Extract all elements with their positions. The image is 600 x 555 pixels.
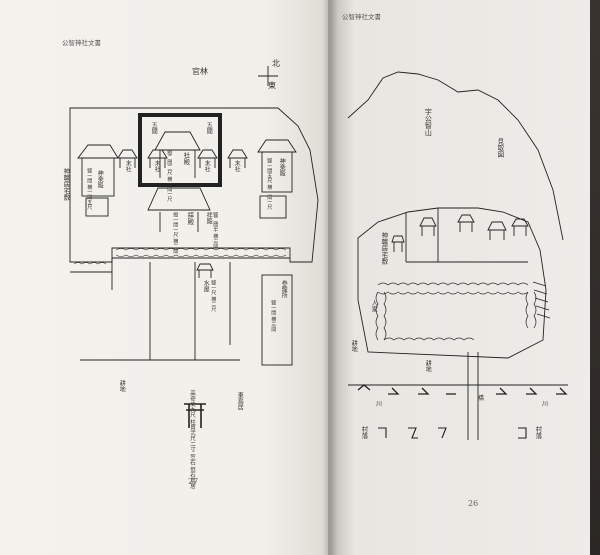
kannushi-label-left: 神職居宅敷 <box>61 168 70 201</box>
river-label-1: 川 <box>376 401 383 408</box>
right-page: 公智神社文書 宇公智山 見取図 神職居宅敷 人家 耕地 耕地 川 川 橋 村落 … <box>328 0 590 555</box>
farmland-label-right-1: 耕地 <box>350 340 358 352</box>
shaden-label: 社殿 <box>181 152 190 165</box>
massha-label-2: 末社 <box>153 160 161 172</box>
jinka-label: 人家 <box>370 300 378 312</box>
right-page-number: 26 <box>468 499 479 508</box>
haiden-center-dims: 竪二間半 横三間 <box>212 212 219 249</box>
book-gutter <box>322 0 338 555</box>
left-page: 公智神社文書 北 東 官林 五間 五間 末社 末社 末社 末社 社殿 縦二間二尺… <box>0 0 330 555</box>
farmland-label-right-2: 耕地 <box>424 360 432 372</box>
mizuya-label: 水屋 <box>202 280 210 292</box>
gozai-left-label: 五間 <box>150 122 158 134</box>
haiden-right-dims: 縦一間一尺 横二間 <box>172 212 179 254</box>
compass-east-label: 東 <box>268 81 276 90</box>
haiden-right-label: 拝殿 <box>185 212 194 225</box>
kagura-right-label: 神楽殿 <box>278 158 286 176</box>
haiden-center-label: 拝殿 <box>205 212 213 224</box>
area-sketch-map <box>347 71 568 440</box>
forest-label: 官林 <box>192 67 208 76</box>
road-label: 橋 <box>478 395 485 402</box>
hall-dims: 竪一間 横三間 <box>270 300 277 332</box>
massha-label-1: 末社 <box>124 160 132 172</box>
kannushi-label-right: 神職居宅敷 <box>379 232 388 265</box>
shrine-precinct-drawing <box>73 248 287 428</box>
kagura-left-label: 神楽殿 <box>96 170 104 188</box>
shaden-dims: 縦二間二尺 横一間一尺 <box>166 150 173 202</box>
farmland-label-left: 耕地 <box>118 380 126 392</box>
kagura-right-dims: 竪一間五尺 横一間一尺 <box>266 158 273 210</box>
torii-label: 東鳥居 <box>236 392 244 410</box>
torii-symbol <box>184 403 206 428</box>
gozai-right-label: 五間 <box>205 122 213 134</box>
kagura-left-dims: 竪一間 横一間五尺 <box>86 168 93 210</box>
left-page-header: 公智神社文書 <box>62 39 101 47</box>
village-label-1: 村落 <box>359 426 368 439</box>
mountain-label: 宇公智山 <box>424 108 433 136</box>
mizuya-dims: 竪一尺 横二尺 <box>210 280 217 312</box>
river-label-2: 川 <box>542 401 549 408</box>
left-page-number: 27 <box>188 477 199 486</box>
mieda-label: 見取図 <box>495 138 504 158</box>
hall-label: 参籠所 <box>280 280 288 298</box>
massha-label-3: 末社 <box>203 160 211 172</box>
village-label-2: 村落 <box>533 426 542 439</box>
massha-label-4: 末社 <box>233 160 241 172</box>
torii-dims: 高壱丈九尺 柱貫弐尺二寸 笠石 但石鳥居 <box>189 390 195 489</box>
compass-north-label: 北 <box>272 59 280 68</box>
right-page-header: 公智神社文書 <box>342 13 381 21</box>
